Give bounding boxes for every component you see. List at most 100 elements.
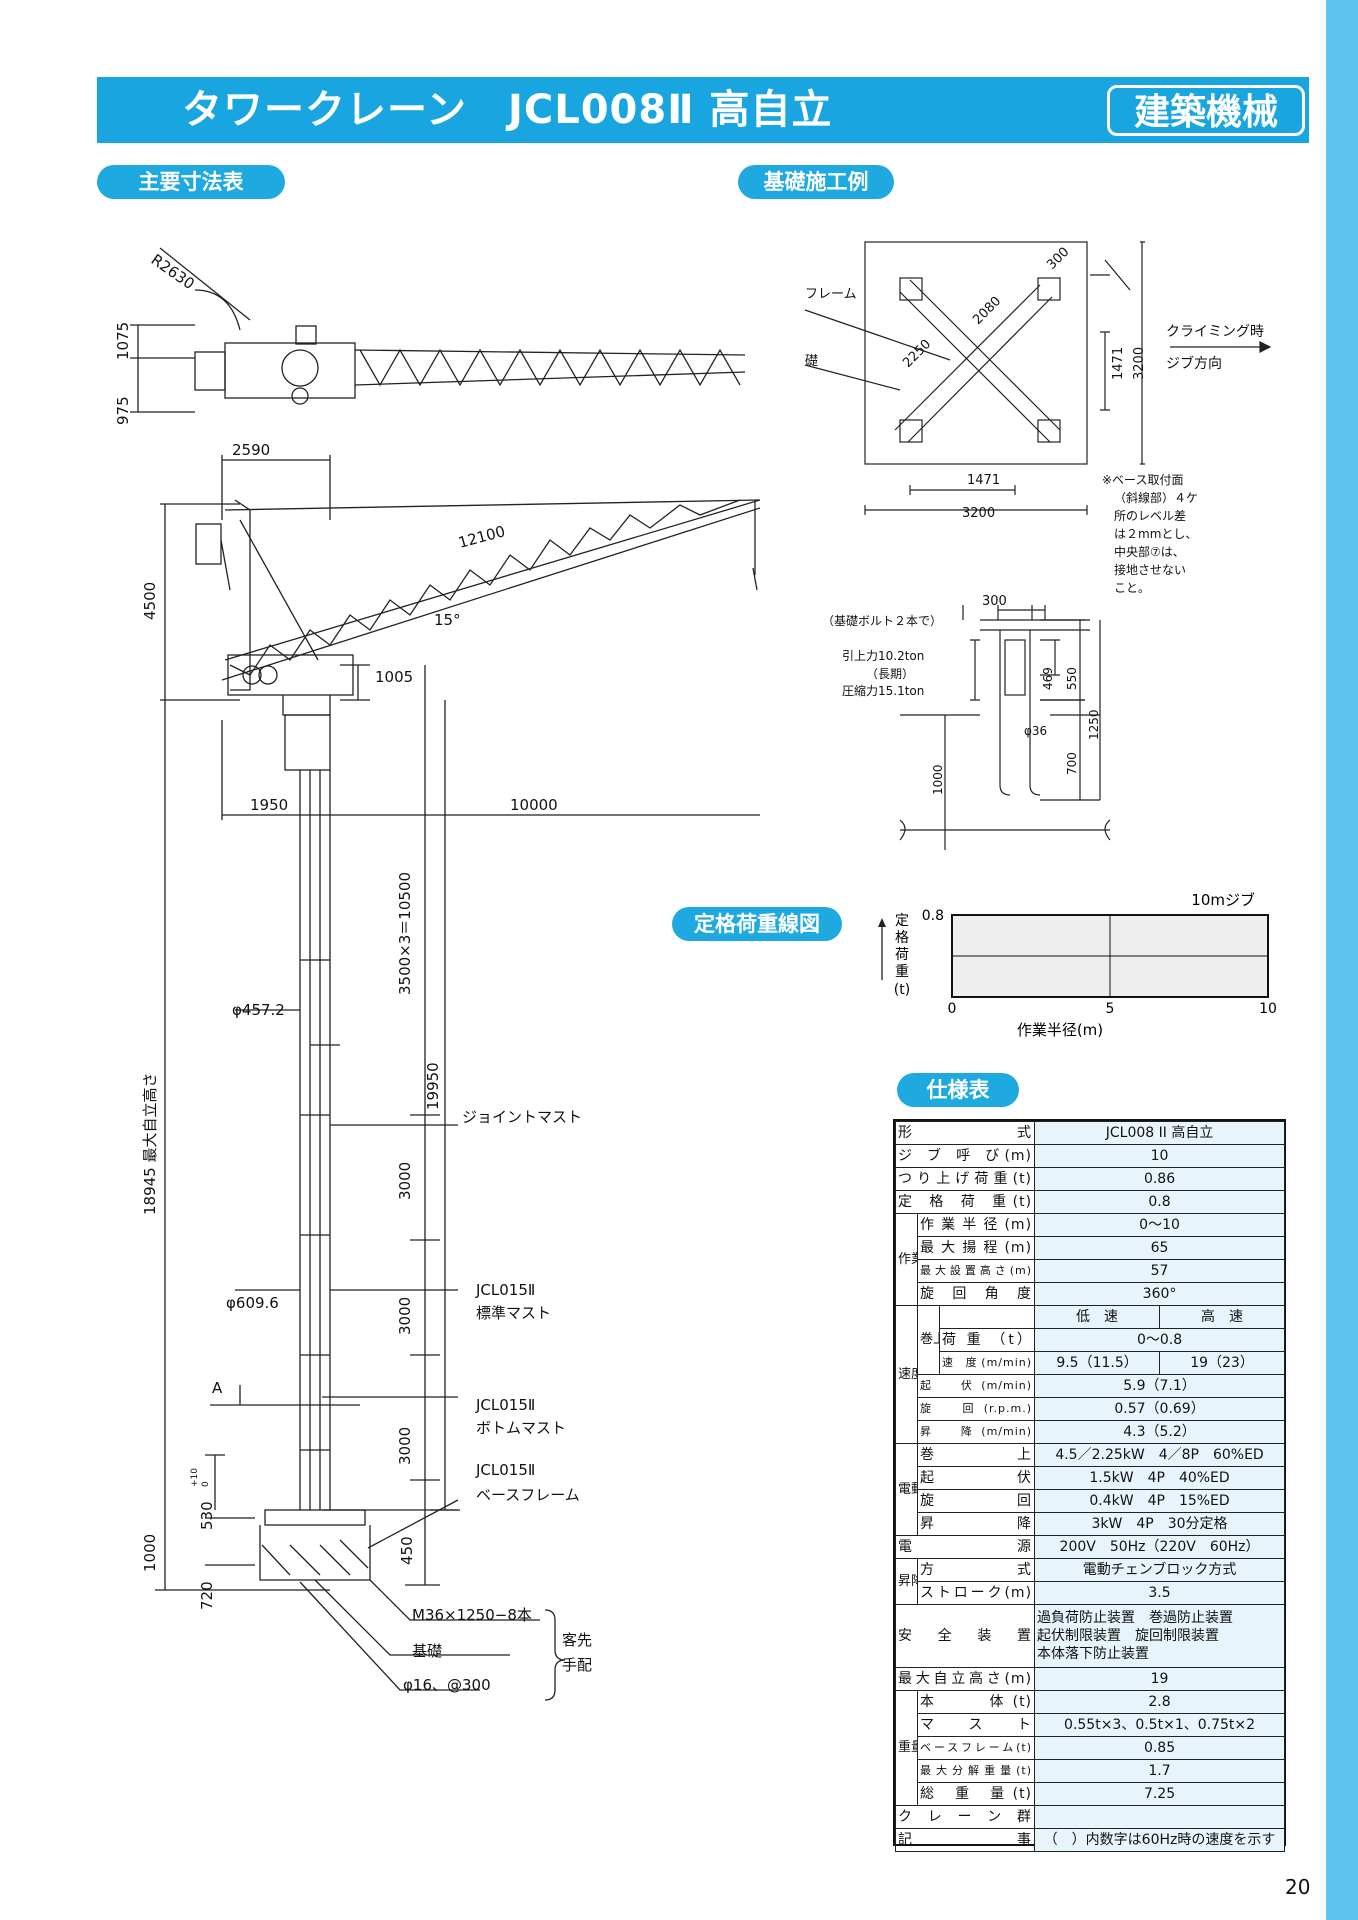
label-bottom-mast-1: JCL015Ⅱ <box>475 1396 535 1414</box>
page-number: 20 <box>1285 1875 1311 1899</box>
spec-value: 1.5kW 4P 40%ED <box>1034 1466 1286 1490</box>
fd-climb-1: クライミング時 <box>1166 324 1264 340</box>
spec-value: （ ）内数字は60Hz時の速度を示す <box>1034 1828 1286 1852</box>
spec-row: 定 格 荷 重(t)0.8 <box>894 1190 1286 1214</box>
label-rebar: φ16、@300 <box>403 1676 491 1694</box>
spec-value: 57 <box>1034 1259 1286 1283</box>
spec-row: ベースフレーム(t)0.85 <box>896 1736 1286 1760</box>
spec-row: 速 度(m/min)9.5（11.5）19（23） <box>896 1351 1286 1375</box>
spec-row: 記 事（ ）内数字は60Hz時の速度を示す <box>894 1828 1286 1852</box>
spec-value: 65 <box>1034 1236 1286 1260</box>
fd-note-5: 接地させない <box>1114 562 1186 577</box>
spec-group-label: 作業範囲 <box>895 1213 918 1306</box>
spec-label: 速 度(m/min) <box>938 1351 1036 1375</box>
dim-720: 720 <box>198 1581 216 1610</box>
label-bottom-mast-2: ボトムマスト <box>476 1419 566 1437</box>
fd-note-3: は２mmとし、 <box>1114 527 1197 541</box>
dim-10000: 10000 <box>510 796 558 814</box>
label-kiso: 基礎 <box>412 1642 442 1660</box>
spec-value: 3.5 <box>1034 1581 1286 1605</box>
foundation-drawing: フレーム 礎 300 2080 2250 1471 3200 1471 3200… <box>804 241 1272 850</box>
spec-row: 電動機巻 上4.5／2.25kW 4／8P 60%ED <box>895 1443 1286 1536</box>
spec-empty <box>938 1305 1036 1329</box>
fd-300: 300 <box>1044 245 1072 273</box>
fd-1250: 1250 <box>1087 709 1101 740</box>
spec-value: 3kW 4P 30分定格 <box>1034 1512 1286 1536</box>
spec-value: 0.55t×3、0.5t×1、0.75t×2 <box>1034 1713 1286 1737</box>
spec-label: 起 伏(m/min) <box>916 1374 1036 1398</box>
spec-row: つり上げ荷重(t)0.86 <box>894 1167 1286 1191</box>
spec-group-label: 重量 <box>895 1690 918 1806</box>
spec-value: 1.7 <box>1034 1759 1286 1783</box>
dim-15deg: 15° <box>434 611 461 629</box>
spec-label: 形 式 <box>894 1121 1036 1145</box>
dim-975: 975 <box>114 396 132 425</box>
spec-value: 0.8 <box>1034 1190 1286 1214</box>
spec-value: 200V 50Hz（220V 60Hz） <box>1034 1535 1286 1559</box>
section-spec: 仕様表 <box>897 1073 1019 1107</box>
fd-2250: 2250 <box>900 337 934 371</box>
spec-value: 低 速 <box>1034 1305 1161 1329</box>
spec-label: 起 伏 <box>916 1466 1036 1490</box>
dim-450: 450 <box>398 1536 416 1565</box>
spec-safety-line: 起伏制限装置 旋回制限装置 <box>1037 1628 1220 1644</box>
spec-group-label: 電動機 <box>895 1443 918 1536</box>
spec-row: 旋 回(r.p.m.)0.57（0.69） <box>896 1397 1286 1421</box>
dim-1000: 1000 <box>141 1534 159 1572</box>
page-title: タワークレーン JCL008Ⅱ 高自立 <box>182 87 833 133</box>
label-joint-mast: ジョイントマスト <box>462 1108 582 1126</box>
chart-x-tick: 10 <box>1259 1001 1277 1017</box>
spec-label: 荷 重 （t） <box>938 1328 1036 1352</box>
side-color-bar <box>1326 0 1358 1920</box>
dim-1950: 1950 <box>250 796 288 814</box>
fd-700: 700 <box>1065 752 1079 775</box>
dim-2590: 2590 <box>232 441 270 459</box>
chart-ylabel-char: 格 <box>895 930 909 946</box>
label-client-1: 客先 <box>562 1631 592 1649</box>
chart-ylabel: 定格荷重(t) <box>894 913 910 998</box>
dim-3000-a: 3000 <box>396 1162 414 1200</box>
spec-value: 0〜0.8 <box>1034 1328 1286 1352</box>
dim-4500: 4500 <box>141 582 159 620</box>
spec-label: 最大設置高さ(m) <box>916 1259 1036 1283</box>
spec-value: 7.25 <box>1034 1782 1286 1806</box>
spec-value: 5.9（7.1） <box>1034 1374 1286 1398</box>
chart-title: 10mジブ <box>1191 891 1255 909</box>
spec-label: つり上げ荷重(t) <box>894 1167 1036 1191</box>
dim-phi609: φ609.6 <box>226 1294 279 1312</box>
fd-longterm: （長期） <box>866 667 914 681</box>
chart-x-tick: 0 <box>948 1001 957 1017</box>
category-badge: 建築機械 <box>1107 85 1305 136</box>
dim-530-tol-plus: +10 <box>190 1468 200 1487</box>
fd-climb-2: ジブ方向 <box>1166 355 1222 372</box>
fd-note-2: 所のレベル差 <box>1114 509 1186 523</box>
spec-value: 0.86 <box>1034 1167 1286 1191</box>
spec-label: ク レ ー ン 群 <box>894 1805 1036 1829</box>
label-a-mark: A <box>212 1379 223 1397</box>
chart-x-tick: 5 <box>1106 1001 1115 1017</box>
spec-row: 総 重 量(t)7.25 <box>896 1782 1286 1806</box>
spec-safety-line: 過負荷防止装置 巻過防止装置 <box>1037 1610 1234 1626</box>
dim-1075: 1075 <box>114 322 132 360</box>
spec-label: 記 事 <box>894 1828 1036 1852</box>
dim-530: 530 <box>198 1501 216 1530</box>
label-std-mast-2: 標準マスト <box>476 1304 551 1322</box>
label-base-frame-1: JCL015Ⅱ <box>475 1461 535 1479</box>
fd-3200v: 3200 <box>1132 347 1147 380</box>
spec-value: 0〜10 <box>1034 1213 1286 1237</box>
spec-row: 最大揚程(m)65 <box>896 1236 1286 1260</box>
spec-row: 昇 降(m/min)4.3（5.2） <box>896 1420 1286 1444</box>
spec-row: ストローク(m)3.5 <box>896 1581 1286 1605</box>
chart-ylabel-unit: (t) <box>894 982 910 998</box>
section-load-chart: 定格荷重線図 <box>672 907 842 941</box>
fd-1000: 1000 <box>931 764 945 795</box>
chart-ylabel-char: 重 <box>895 964 909 980</box>
fd-2080: 2080 <box>970 294 1004 328</box>
chart-ylabel-char: 荷 <box>895 947 909 963</box>
spec-value: 9.5（11.5） <box>1034 1351 1161 1375</box>
